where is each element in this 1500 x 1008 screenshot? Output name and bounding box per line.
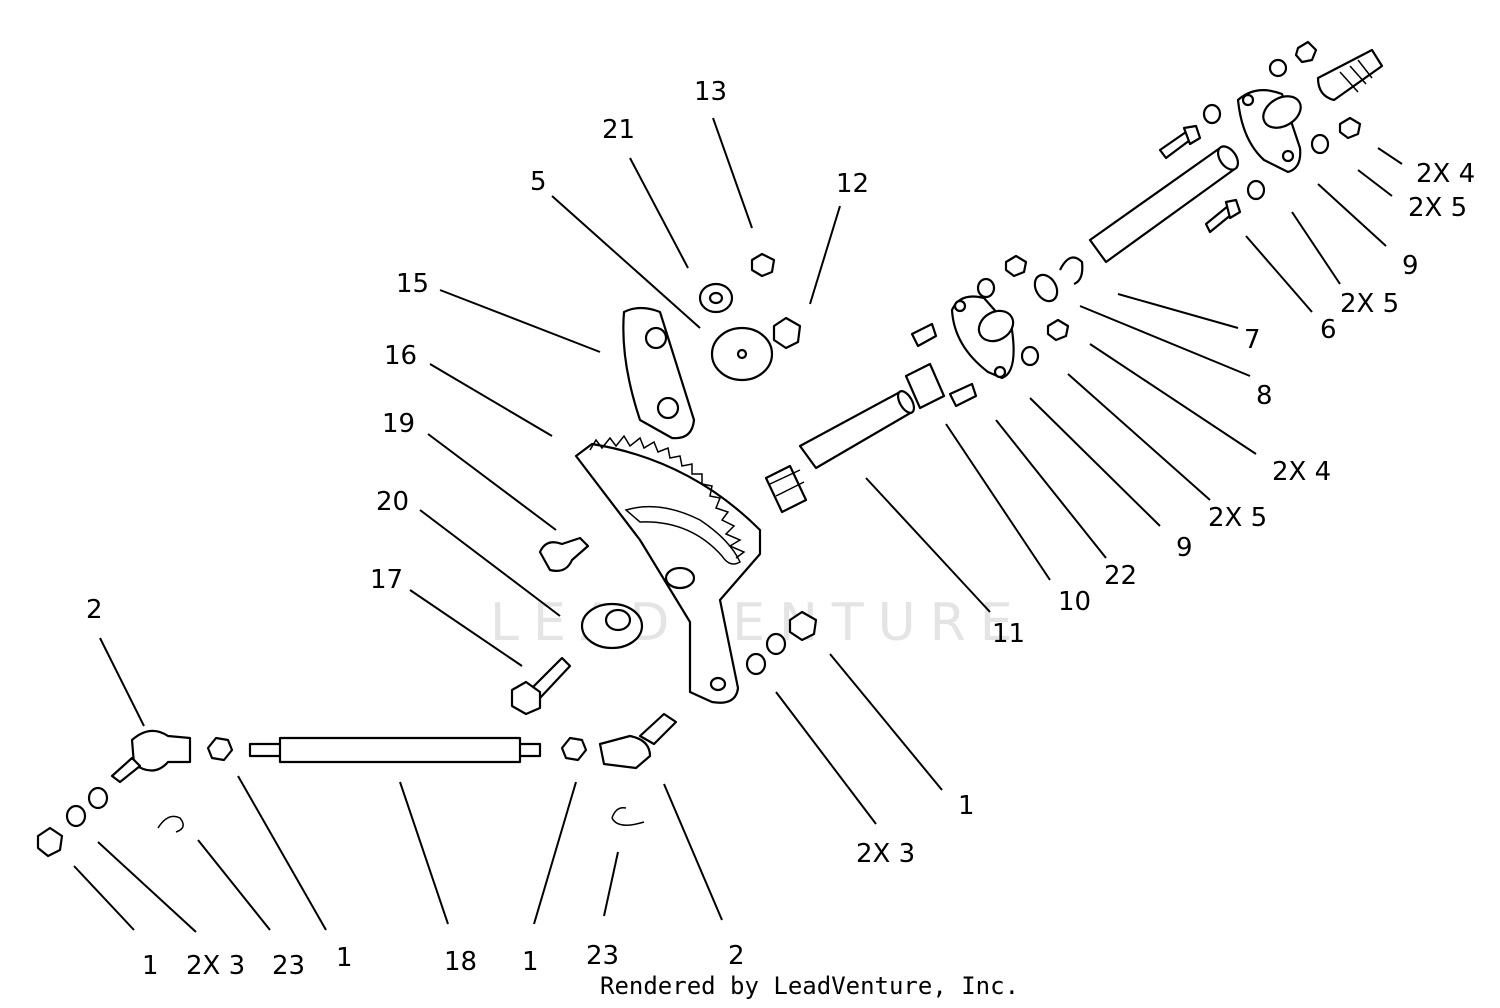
spacer-parts	[698, 252, 802, 382]
callout-6: 6	[1320, 315, 1337, 345]
callout-2-right: 2	[728, 941, 745, 971]
callout-23-left: 23	[272, 951, 305, 981]
callout-1-bottom-b: 1	[336, 943, 353, 973]
callout-23-right: 23	[586, 941, 619, 971]
callout-20: 20	[376, 487, 409, 517]
middle-flange-assembly	[904, 254, 1070, 410]
parts-drawing	[36, 40, 1384, 858]
callout-7: 7	[1244, 325, 1261, 355]
callout-1-bottom-c: 1	[522, 947, 539, 977]
callout-9-upper: 9	[1402, 251, 1419, 281]
callout-16: 16	[384, 341, 417, 371]
sector-gear	[574, 434, 762, 704]
gear-hardware	[745, 610, 818, 676]
callout-1-right: 1	[958, 791, 975, 821]
plate-part	[622, 306, 696, 440]
callout-9-lower: 9	[1176, 533, 1193, 563]
callout-2-left: 2	[86, 595, 103, 625]
callout-2x5-lower: 2X 5	[1208, 503, 1267, 533]
callout-13: 13	[694, 77, 727, 107]
callout-10: 10	[1058, 587, 1091, 617]
callout-17: 17	[370, 565, 403, 595]
callout-5: 5	[530, 167, 547, 197]
callout-19: 19	[382, 409, 415, 439]
leader-lines	[73, 117, 1403, 933]
callout-1-bottom-a: 1	[142, 951, 159, 981]
render-credit: Rendered by LeadVenture, Inc.	[600, 972, 1019, 1000]
tie-rod-assembly	[36, 712, 678, 858]
upper-shaft-assembly	[1059, 40, 1384, 286]
callout-18: 18	[444, 947, 477, 977]
callout-21: 21	[602, 115, 635, 145]
bolt-shoulder	[538, 536, 590, 572]
callout-2x5-upper: 2X 5	[1408, 193, 1467, 223]
callout-labels: 13 21 5 12 15 16 19 20 17 2 2X 4 2X 5 9 …	[86, 77, 1475, 981]
callout-2x3-bottom: 2X 3	[186, 951, 245, 981]
pinion-shaft	[764, 390, 916, 514]
callout-2x5-mid: 2X 5	[1340, 289, 1399, 319]
callout-11: 11	[992, 619, 1025, 649]
callout-15: 15	[396, 269, 429, 299]
callout-2x3-right: 2X 3	[856, 839, 915, 869]
callout-8: 8	[1256, 381, 1273, 411]
hex-bolt	[510, 656, 572, 716]
watermark-text: LEADVENTURE	[490, 593, 1027, 653]
callout-12: 12	[836, 169, 869, 199]
callout-22: 22	[1104, 561, 1137, 591]
cone-part	[580, 602, 644, 650]
callout-2x4-upper: 2X 4	[1416, 159, 1475, 189]
callout-2x4-lower: 2X 4	[1272, 457, 1331, 487]
